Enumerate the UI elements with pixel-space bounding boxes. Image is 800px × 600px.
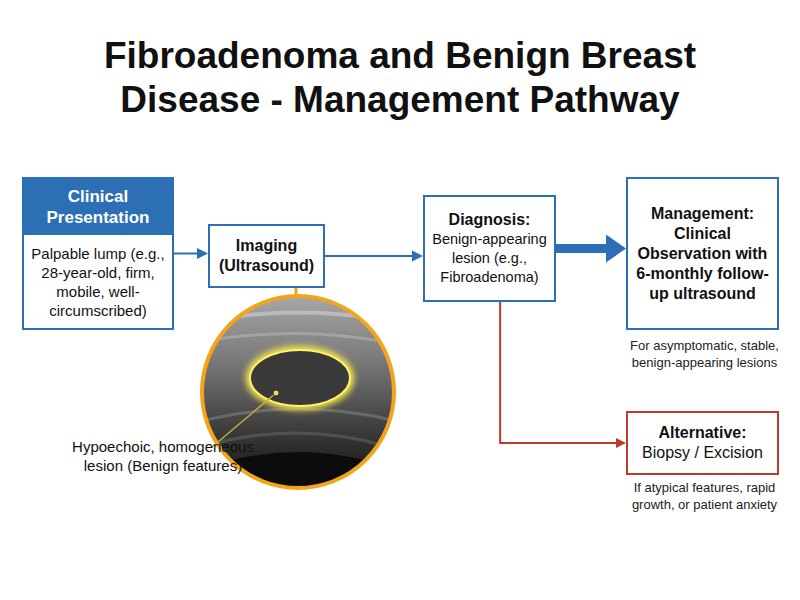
process-box: Clinical PresentationPalpable lump (e.g.… <box>22 177 174 330</box>
arrow-head <box>616 438 626 448</box>
tissue-streak <box>200 313 398 323</box>
alternative-box: Alternative:Biopsy / ExcisionIf atypical… <box>626 411 779 475</box>
side-note: If atypical features, rapid growth, or p… <box>612 479 797 513</box>
connector-line <box>174 253 199 255</box>
node-text: Biopsy / Excision <box>637 443 768 463</box>
outcome-box: Management: Clinical Observation with 6-… <box>626 177 779 330</box>
node-text: Diagnosis: <box>444 210 536 230</box>
connector-line <box>500 302 618 443</box>
box-header: Clinical Presentation <box>24 179 172 235</box>
node-text: Palpable lump (e.g., 28-year-old, firm, … <box>24 235 172 320</box>
side-note: For asymptomatic, stable, benign-appeari… <box>616 337 793 371</box>
node-text: Benign-appearing lesion (e.g., Fibroaden… <box>425 230 554 287</box>
diagram-title: Fibroadenoma and Benign Breast Disease -… <box>60 34 740 122</box>
connector-arrow <box>325 251 423 262</box>
connector-line <box>556 244 610 253</box>
process-box: Imaging (Ultrasound) <box>208 224 325 288</box>
node-text: Alternative: <box>653 423 751 443</box>
arrow-head <box>412 251 423 262</box>
node-text: Management: Clinical Observation with 6-… <box>628 204 777 304</box>
process-box: Diagnosis:Benign-appearing lesion (e.g.,… <box>423 195 556 302</box>
connector-arrow <box>174 248 208 259</box>
tissue-streak <box>200 333 398 344</box>
callout-dot <box>273 390 279 396</box>
connector-line <box>325 255 414 257</box>
arrow-head <box>197 248 208 259</box>
connector-arrow <box>500 302 626 448</box>
callout-label: Hypoechoic, homogeneous lesion (Benign f… <box>63 437 263 475</box>
node-text: Imaging (Ultrasound) <box>210 236 323 276</box>
connector-arrow <box>556 235 626 263</box>
box-heading: Clinical Presentation <box>24 186 172 228</box>
lesion-glow <box>250 350 350 406</box>
arrow-head <box>606 235 626 263</box>
tissue-streak <box>205 409 392 420</box>
lesion <box>250 350 350 406</box>
